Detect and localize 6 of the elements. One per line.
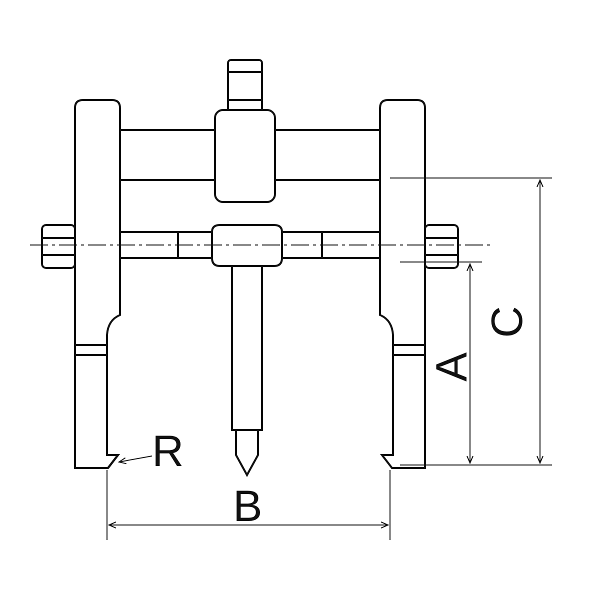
dimension-label: A (430, 352, 475, 382)
jaw-tip (105, 454, 119, 470)
callout-letter: R (152, 430, 184, 474)
dimension-label: B (233, 485, 262, 529)
leader-line (118, 456, 152, 464)
dimension-label: C (486, 306, 530, 338)
